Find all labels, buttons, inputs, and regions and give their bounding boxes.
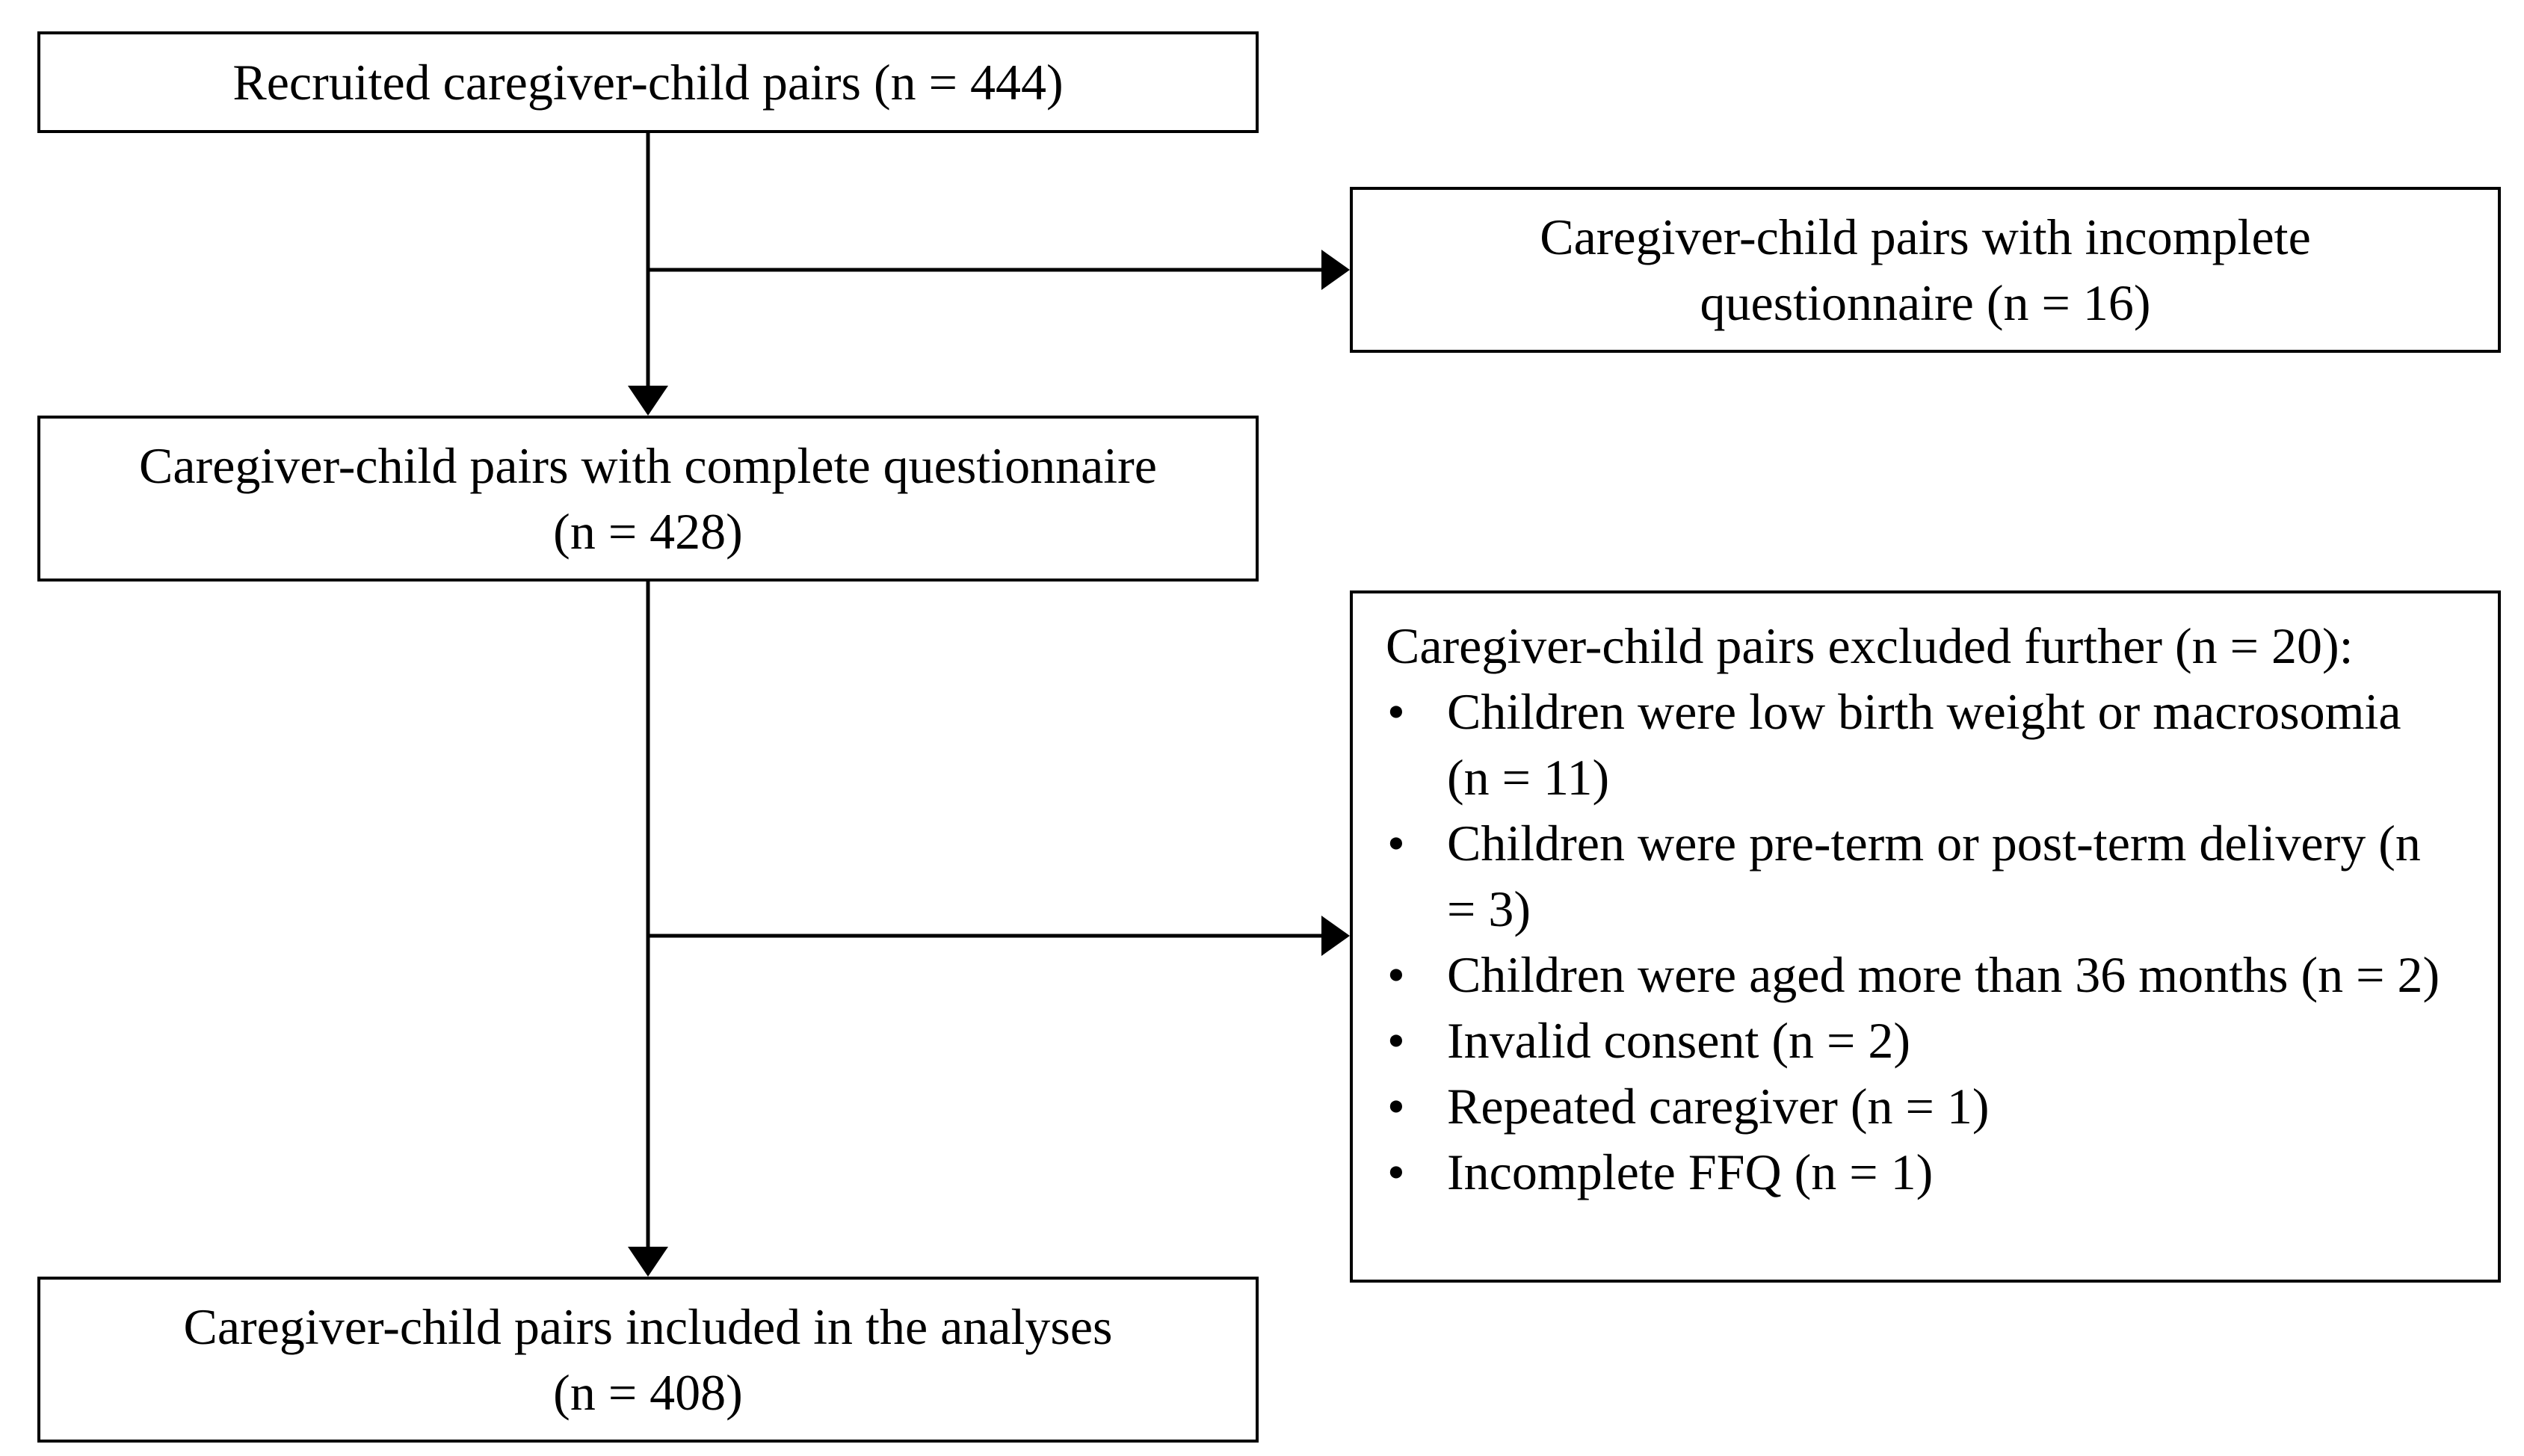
list-item: • Invalid consent (n = 2) [1386,1008,2441,1073]
included-analyses-box: Caregiver-child pairs included in the an… [37,1277,1259,1443]
bullet-icon: • [1387,683,1405,740]
complete-label-line1: Caregiver-child pairs with complete ques… [139,437,1157,494]
included-label-line2: (n = 408) [553,1364,743,1421]
complete-questionnaire-box: Caregiver-child pairs with complete ques… [37,416,1259,582]
excluded-heading: Caregiver-child pairs excluded further (… [1386,617,2354,674]
list-item: • Children were aged more than 36 months… [1386,942,2441,1008]
recruited-box: Recruited caregiver-child pairs (n = 444… [37,31,1259,133]
excluded-reasons-list: • Children were low birth weight or macr… [1386,679,2441,1205]
incomplete-label-line1: Caregiver-child pairs with incomplete [1540,209,2311,265]
bullet-icon: • [1387,1144,1405,1200]
included-label-line1: Caregiver-child pairs included in the an… [183,1298,1113,1355]
list-item: • Children were low birth weight or macr… [1386,679,2441,810]
excluded-reason: Invalid consent (n = 2) [1447,1012,1910,1069]
incomplete-label-line2: questionnaire (n = 16) [1700,274,2151,331]
bullet-icon: • [1387,1012,1405,1069]
excluded-further-box: Caregiver-child pairs excluded further (… [1350,590,2501,1283]
arrowhead-right-incomplete [1321,250,1350,290]
bullet-icon: • [1387,946,1405,1003]
excluded-reason: Children were low birth weight or macros… [1447,683,2401,806]
excluded-reason: Repeated caregiver (n = 1) [1447,1078,1990,1135]
excluded-reason: Incomplete FFQ (n = 1) [1447,1144,1934,1200]
arrowhead-down-included [628,1247,668,1277]
incomplete-questionnaire-box: Caregiver-child pairs with incomplete qu… [1350,187,2501,353]
arrowhead-down-complete [628,386,668,416]
list-item: • Repeated caregiver (n = 1) [1386,1073,2441,1139]
excluded-reason: Children were aged more than 36 months (… [1447,946,2440,1003]
bullet-icon: • [1387,815,1405,872]
bullet-icon: • [1387,1078,1405,1135]
complete-label-line2: (n = 428) [553,503,743,560]
list-item: • Children were pre-term or post-term de… [1386,810,2441,942]
arrowhead-right-excluded [1321,916,1350,956]
recruited-label: Recruited caregiver-child pairs (n = 444… [232,54,1064,111]
list-item: • Incomplete FFQ (n = 1) [1386,1139,2441,1205]
excluded-reason: Children were pre-term or post-term deli… [1447,815,2421,937]
